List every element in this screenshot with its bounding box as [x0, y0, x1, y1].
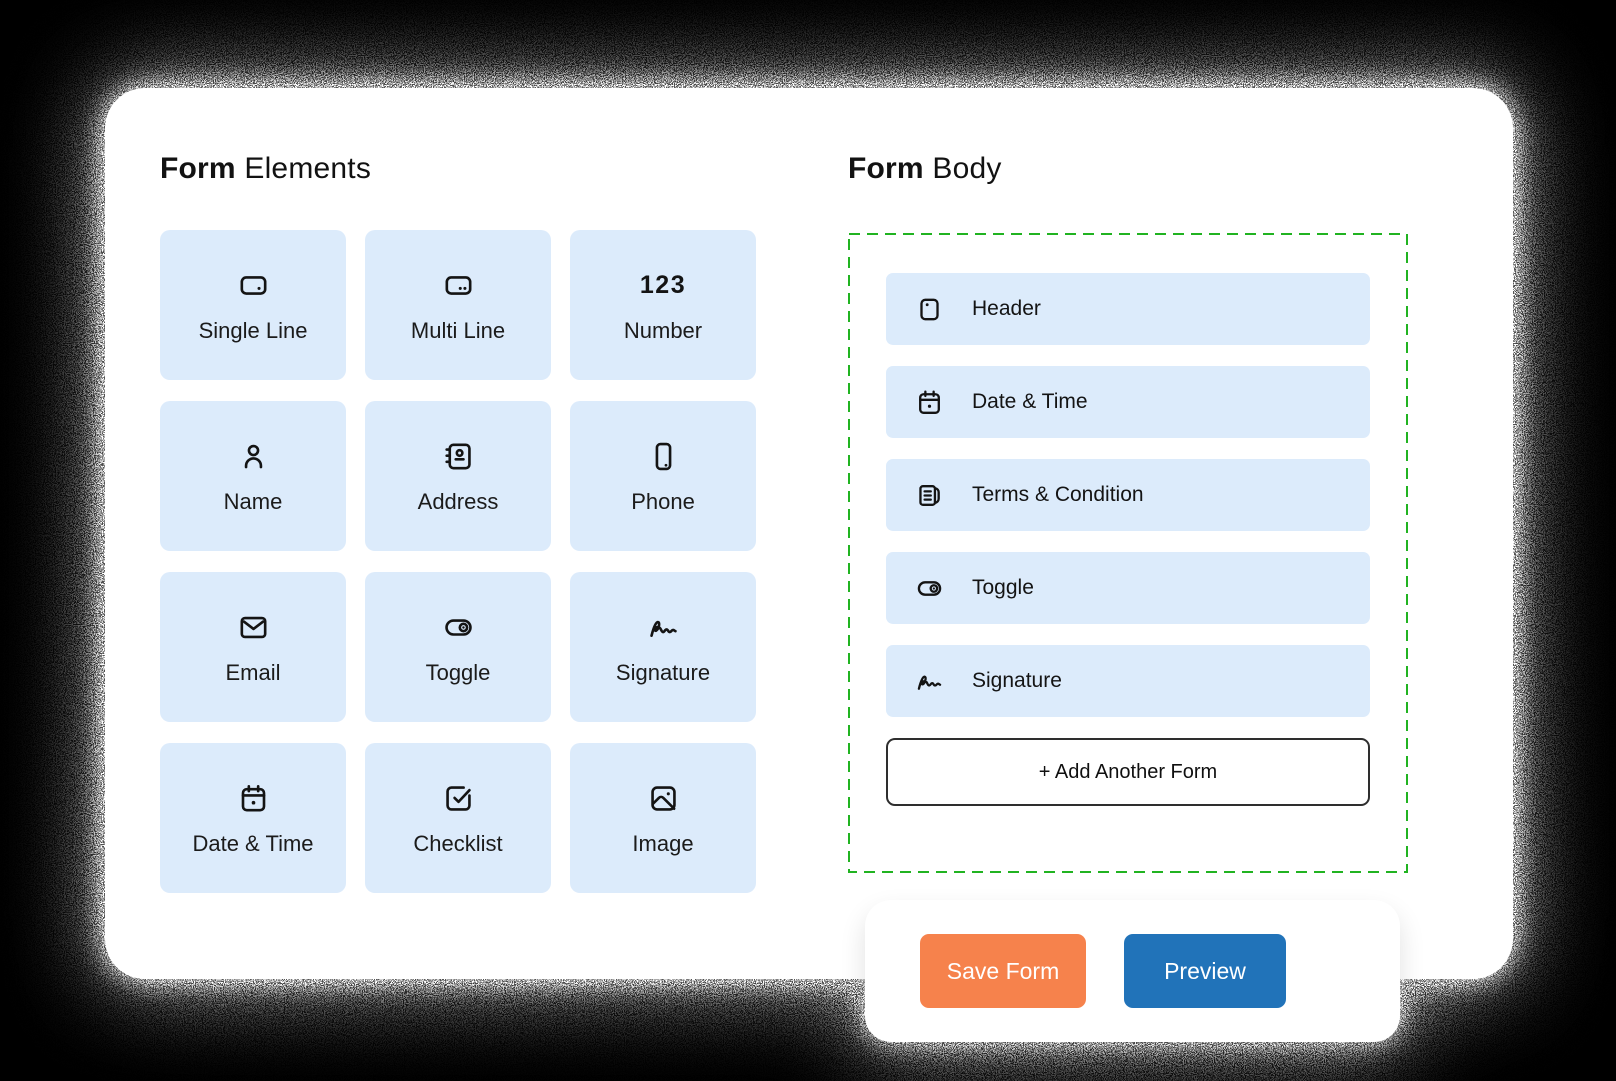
signature-icon: [646, 609, 681, 647]
tile-label: Email: [225, 659, 281, 685]
row-label: Signature: [972, 669, 1062, 692]
single-line-icon: [236, 267, 271, 305]
tile-label: Name: [223, 488, 283, 514]
row-label: Date & Time: [972, 390, 1088, 413]
image-icon: [646, 780, 681, 818]
tile-label: Phone: [631, 488, 695, 514]
calendar-icon: [914, 387, 945, 418]
save-form-button[interactable]: Save Form: [920, 934, 1086, 1008]
tile-label: Image: [632, 830, 694, 856]
dropzone-dashed-border: [848, 233, 1408, 873]
body-row-header[interactable]: Header: [886, 273, 1370, 345]
address-book-icon: [441, 438, 476, 476]
element-tile-image[interactable]: Image: [570, 743, 756, 893]
form-body-rows: Header Date & Time Terms & Condition Tog…: [886, 273, 1370, 717]
user-icon: [236, 438, 271, 476]
element-tile-number[interactable]: 123 Number: [570, 230, 756, 380]
signature-icon: [914, 666, 945, 697]
preview-button[interactable]: Preview: [1124, 934, 1286, 1008]
tile-label: Single Line: [198, 317, 308, 343]
form-elements-grid: Single Line Multi Line 123 Number Name A…: [160, 230, 756, 893]
email-icon: [236, 609, 271, 647]
body-row-terms-condition[interactable]: Terms & Condition: [886, 459, 1370, 531]
form-body-title-regular: Body: [932, 152, 1002, 185]
element-tile-email[interactable]: Email: [160, 572, 346, 722]
form-elements-title-bold: Form: [160, 152, 236, 185]
terms-icon: [914, 480, 945, 511]
tile-label: Signature: [615, 659, 711, 685]
calendar-icon: [236, 780, 271, 818]
checklist-icon: [441, 780, 476, 818]
form-builder-card: Form Elements Single Line Multi Line 123…: [105, 88, 1513, 979]
actions-card: Save Form Preview: [865, 900, 1400, 1042]
row-label: Header: [972, 297, 1041, 320]
element-tile-signature[interactable]: Signature: [570, 572, 756, 722]
number-123-icon: 123: [639, 271, 687, 299]
form-elements-title: Form Elements: [160, 152, 371, 186]
toggle-icon: [441, 609, 476, 647]
row-label: Terms & Condition: [972, 483, 1144, 506]
tile-label: Date & Time: [192, 830, 314, 856]
tile-label: Address: [417, 488, 499, 514]
tile-label: Number: [623, 317, 703, 343]
phone-icon: [646, 438, 681, 476]
form-body-dropzone: Header Date & Time Terms & Condition Tog…: [848, 233, 1408, 873]
element-tile-toggle[interactable]: Toggle: [365, 572, 551, 722]
element-tile-single-line[interactable]: Single Line: [160, 230, 346, 380]
form-body-title: Form Body: [848, 152, 1002, 186]
element-tile-multi-line[interactable]: Multi Line: [365, 230, 551, 380]
form-body-title-bold: Form: [848, 152, 924, 185]
tile-label: Checklist: [413, 830, 503, 856]
body-row-date-time[interactable]: Date & Time: [886, 366, 1370, 438]
add-another-form-button[interactable]: + Add Another Form: [886, 738, 1370, 806]
element-tile-address[interactable]: Address: [365, 401, 551, 551]
tile-label: Toggle: [425, 659, 491, 685]
element-tile-checklist[interactable]: Checklist: [365, 743, 551, 893]
body-row-toggle[interactable]: Toggle: [886, 552, 1370, 624]
header-icon: [914, 294, 945, 325]
tile-label: Multi Line: [410, 317, 506, 343]
element-tile-date-time[interactable]: Date & Time: [160, 743, 346, 893]
form-elements-title-regular: Elements: [244, 152, 372, 185]
multi-line-icon: [441, 267, 476, 305]
element-tile-phone[interactable]: Phone: [570, 401, 756, 551]
body-row-signature[interactable]: Signature: [886, 645, 1370, 717]
row-label: Toggle: [972, 576, 1034, 599]
element-tile-name[interactable]: Name: [160, 401, 346, 551]
toggle-icon: [914, 573, 945, 604]
